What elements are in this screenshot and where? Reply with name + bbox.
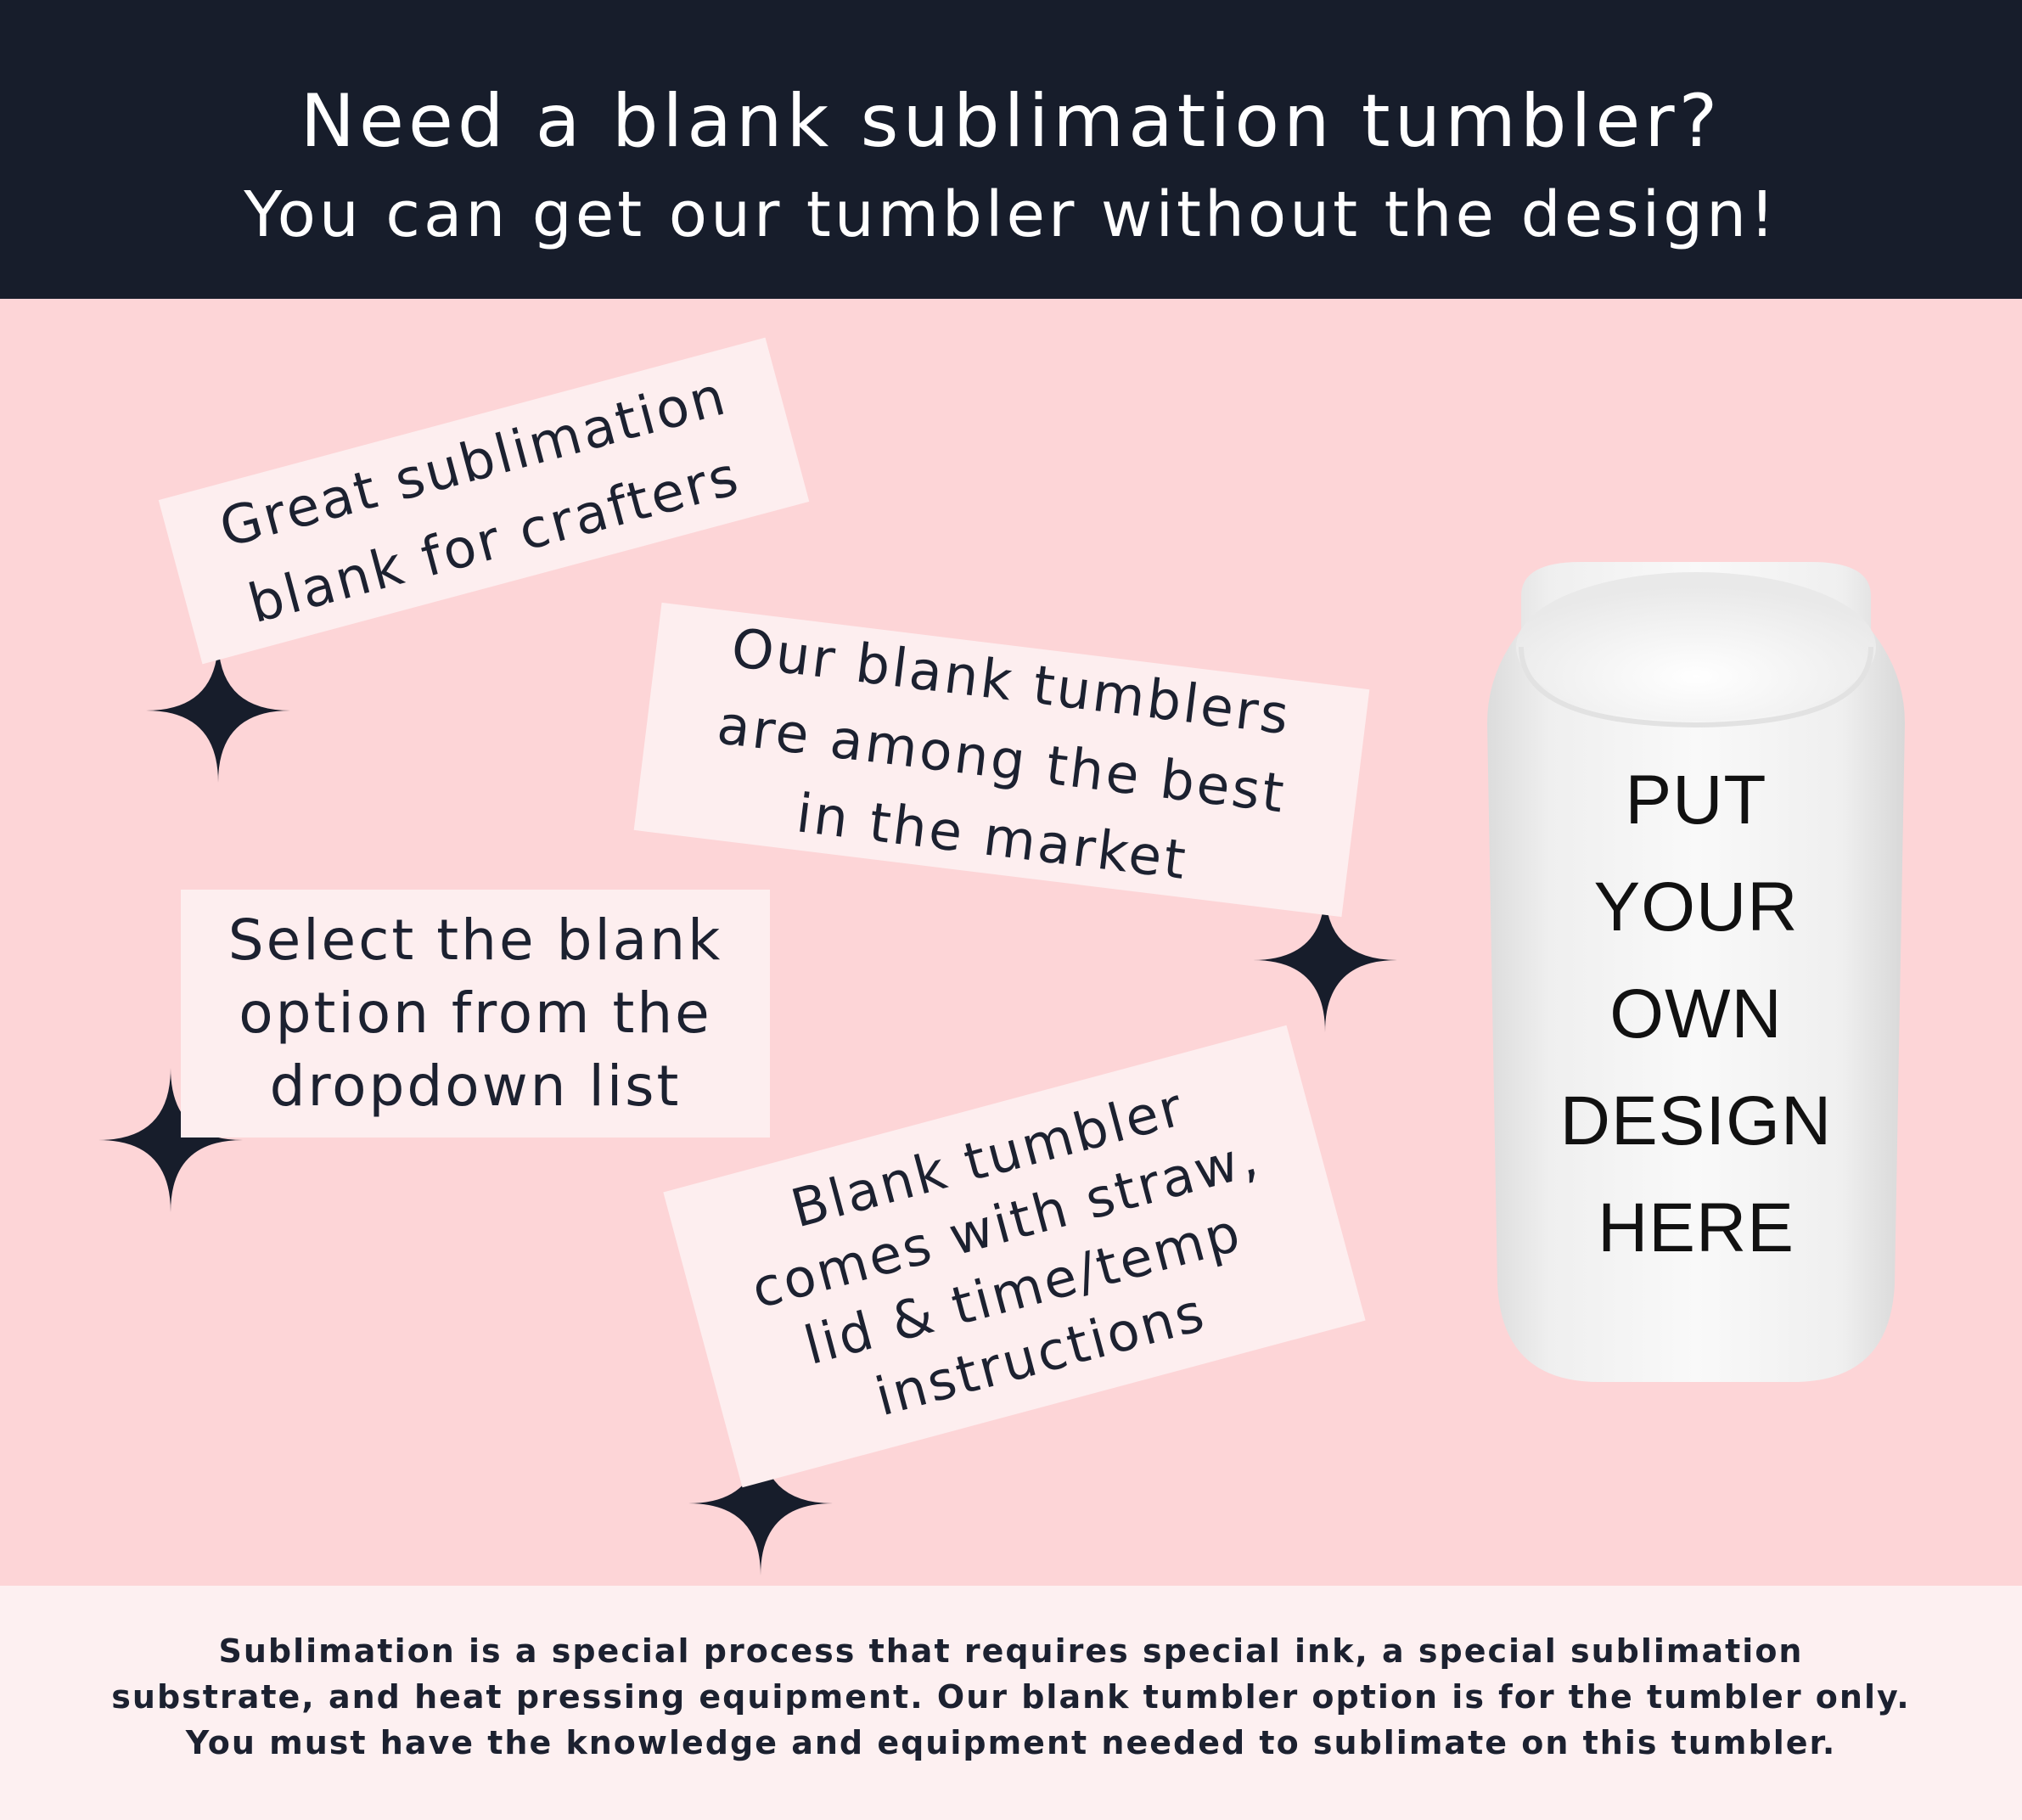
- disclaimer-line: You must have the knowledge and equipmen…: [185, 1724, 1837, 1761]
- card-best-in-market: Our blank tumblers are among the best in…: [633, 602, 1370, 918]
- header-title: Need a blank sublimation tumbler?: [300, 79, 1722, 164]
- disclaimer-line: substrate, and heat pressing equipment. …: [111, 1678, 1911, 1716]
- sparkle-star-icon: [98, 1068, 243, 1212]
- header-subtitle: You can get our tumbler without the desi…: [244, 178, 1778, 251]
- card-line: Select the blank: [227, 907, 723, 973]
- disclaimer-footer: Sublimation is a special process that re…: [0, 1586, 2022, 1820]
- sparkle-star-icon: [688, 1431, 833, 1576]
- sparkle-star-icon: [1253, 888, 1397, 1032]
- card-line: option from the: [239, 980, 712, 1046]
- design-line: YOUR: [1593, 868, 1799, 946]
- sparkle-star-icon: [146, 638, 290, 783]
- card-select-option: Select the blank option from the dropdow…: [181, 890, 770, 1138]
- disclaimer-line: Sublimation is a special process that re…: [218, 1632, 1804, 1670]
- tumbler-design-text: PUT YOUR OWN DESIGN HERE: [1487, 747, 1905, 1282]
- card-line: dropdown list: [269, 1053, 682, 1119]
- design-line: HERE: [1598, 1189, 1795, 1267]
- design-line: DESIGN: [1559, 1082, 1833, 1160]
- design-line: PUT: [1625, 761, 1767, 839]
- design-line: OWN: [1609, 975, 1783, 1053]
- tumbler-image: [1487, 562, 1905, 1382]
- header-banner: Need a blank sublimation tumbler? You ca…: [0, 0, 2022, 299]
